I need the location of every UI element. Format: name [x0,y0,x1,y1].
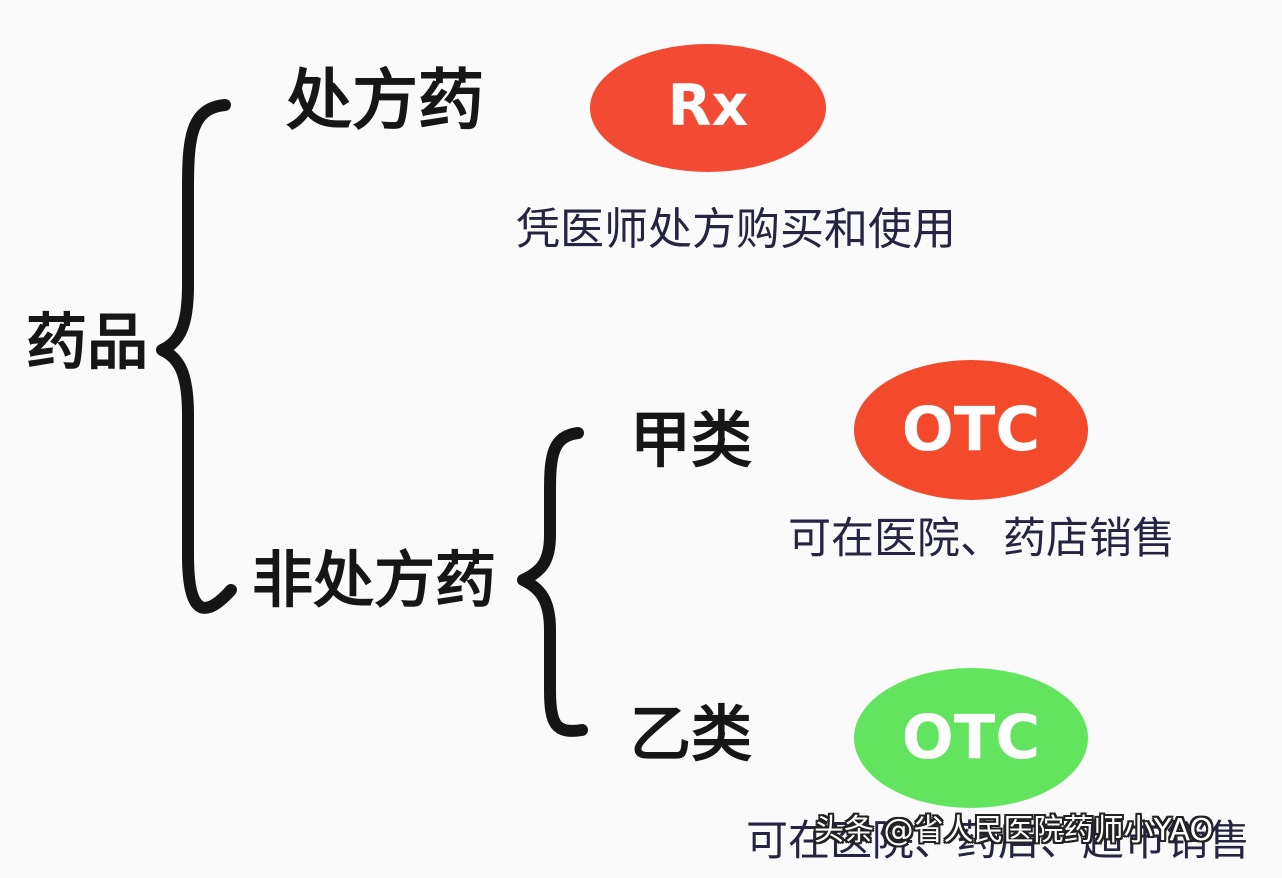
class-a-label: 甲类 [630,405,753,476]
otc-class-b-badge: OTC [854,668,1088,808]
rx-badge: Rx [590,44,826,172]
non-prescription-drug-label: 非处方药 [252,545,497,616]
root-label: 药品 [26,307,149,378]
prescription-description: 凭医师处方购买和使用 [516,204,956,255]
otc-class-a-badge: OTC [854,360,1088,500]
prescription-drug-label: 处方药 [286,62,484,139]
class-a-description: 可在医院、药店销售 [788,514,1175,564]
otc-class-b-badge-text: OTC [901,701,1041,773]
class-b-description: 可在医院、药店、超市销售 [746,816,1251,865]
rx-badge-text: Rx [667,73,749,139]
otc-class-a-badge-text: OTC [901,393,1041,465]
class-b-label: 乙类 [630,699,753,770]
watermark: 头条 @省人民医院药师小YAO [814,813,1214,848]
